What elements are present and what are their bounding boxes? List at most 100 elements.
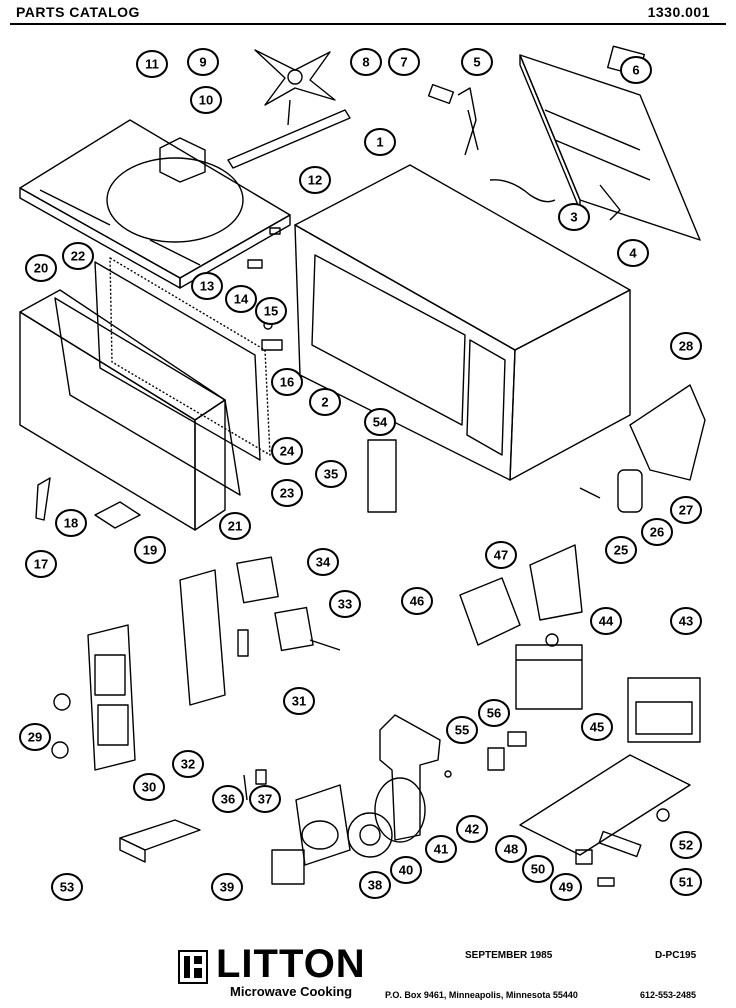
callout-circle (388, 48, 420, 76)
callout-19: 19 (134, 536, 166, 564)
callout-number: 2 (321, 395, 328, 410)
footer-address: P.O. Box 9461, Minneapolis, Minnesota 55… (385, 990, 578, 1000)
callout-number: 18 (64, 516, 78, 531)
callout-42: 42 (456, 815, 488, 843)
callout-circle (446, 716, 478, 744)
callout-46: 46 (401, 587, 433, 615)
callout-number: 43 (679, 614, 693, 629)
callout-35: 35 (315, 460, 347, 488)
part-knob-lower (51, 741, 69, 759)
part-cabinet (294, 164, 631, 481)
callout-circle (641, 518, 673, 546)
catalog-number: 1330.001 (647, 4, 710, 20)
part-control-panel (179, 569, 226, 706)
callout-circle (219, 512, 251, 540)
callout-circle (590, 607, 622, 635)
footer-date: SEPTEMBER 1985 (465, 950, 553, 961)
callout-circle (51, 873, 83, 901)
callout-circle (255, 297, 287, 325)
callout-number: 19 (143, 543, 157, 558)
callout-circle (605, 536, 637, 564)
callout-17: 17 (25, 550, 57, 578)
callout-number: 20 (34, 261, 48, 276)
callout-number: 44 (599, 614, 614, 629)
callout-number: 1 (376, 135, 383, 150)
callout-16: 16 (271, 368, 303, 396)
callout-number: 15 (264, 304, 278, 319)
part-blower (347, 714, 452, 858)
callout-circle (581, 713, 613, 741)
part-base-plate (19, 119, 291, 289)
callout-number: 34 (316, 555, 331, 570)
callout-52: 52 (670, 831, 702, 859)
callout-circle (478, 699, 510, 727)
callout-number: 52 (679, 838, 693, 853)
footer-code: D-PC195 (655, 950, 697, 961)
callout-20: 20 (25, 254, 57, 282)
callout-circle (187, 48, 219, 76)
callout-number: 35 (324, 467, 338, 482)
callout-14: 14 (225, 285, 257, 313)
callout-circle (299, 166, 331, 194)
callout-circle (425, 835, 457, 863)
callout-number: 56 (487, 706, 501, 721)
callout-number: 47 (494, 548, 508, 563)
part-49-clip (597, 877, 615, 887)
callout-number: 37 (258, 792, 272, 807)
brand-logo-text: LITTON (216, 942, 366, 986)
part-control-bracket (519, 45, 701, 241)
part-timer (236, 556, 341, 652)
callout-48: 48 (495, 835, 527, 863)
callout-27: 27 (670, 496, 702, 524)
callout-circle (670, 332, 702, 360)
part-wire-clip (489, 179, 556, 203)
callout-circle (350, 48, 382, 76)
callout-circle (283, 687, 315, 715)
callout-circle (19, 723, 51, 751)
callout-circle (495, 835, 527, 863)
callout-41: 41 (425, 835, 457, 863)
callout-circle (485, 541, 517, 569)
callout-32: 32 (172, 750, 204, 778)
callout-circle (309, 388, 341, 416)
callout-circle (225, 285, 257, 313)
callout-number: 10 (199, 93, 213, 108)
callout-12: 12 (299, 166, 331, 194)
callout-number: 39 (220, 880, 234, 895)
callout-39: 39 (211, 873, 243, 901)
callout-5: 5 (461, 48, 493, 76)
callout-number: 4 (629, 246, 637, 261)
callout-number: 33 (338, 597, 352, 612)
callout-circle (172, 750, 204, 778)
part-thermal (507, 731, 527, 747)
callout-number: 16 (280, 375, 294, 390)
callout-number: 11 (145, 57, 159, 72)
callout-25: 25 (605, 536, 637, 564)
callout-13: 13 (191, 272, 223, 300)
callout-9: 9 (187, 48, 219, 76)
callout-number: 42 (465, 822, 479, 837)
callout-circle (364, 408, 396, 436)
callout-29: 29 (19, 723, 51, 751)
callout-number: 13 (200, 279, 214, 294)
callout-circle (307, 548, 339, 576)
callout-circle (401, 587, 433, 615)
catalog-title: PARTS CATALOG (16, 4, 140, 20)
callout-number: 14 (234, 292, 249, 307)
litton-logo-icon (178, 950, 208, 984)
callout-number: 7 (400, 55, 407, 70)
callout-28: 28 (670, 332, 702, 360)
callout-circle (62, 242, 94, 270)
callout-1: 1 (364, 128, 396, 156)
callout-number: 54 (373, 415, 388, 430)
callout-43: 43 (670, 607, 702, 635)
callout-24: 24 (271, 437, 303, 465)
part-51-cord (598, 830, 642, 858)
part-escutcheon (87, 624, 136, 771)
callout-number: 29 (28, 730, 42, 745)
callout-circle (550, 873, 582, 901)
callout-40: 40 (390, 856, 422, 884)
callout-circle (211, 873, 243, 901)
